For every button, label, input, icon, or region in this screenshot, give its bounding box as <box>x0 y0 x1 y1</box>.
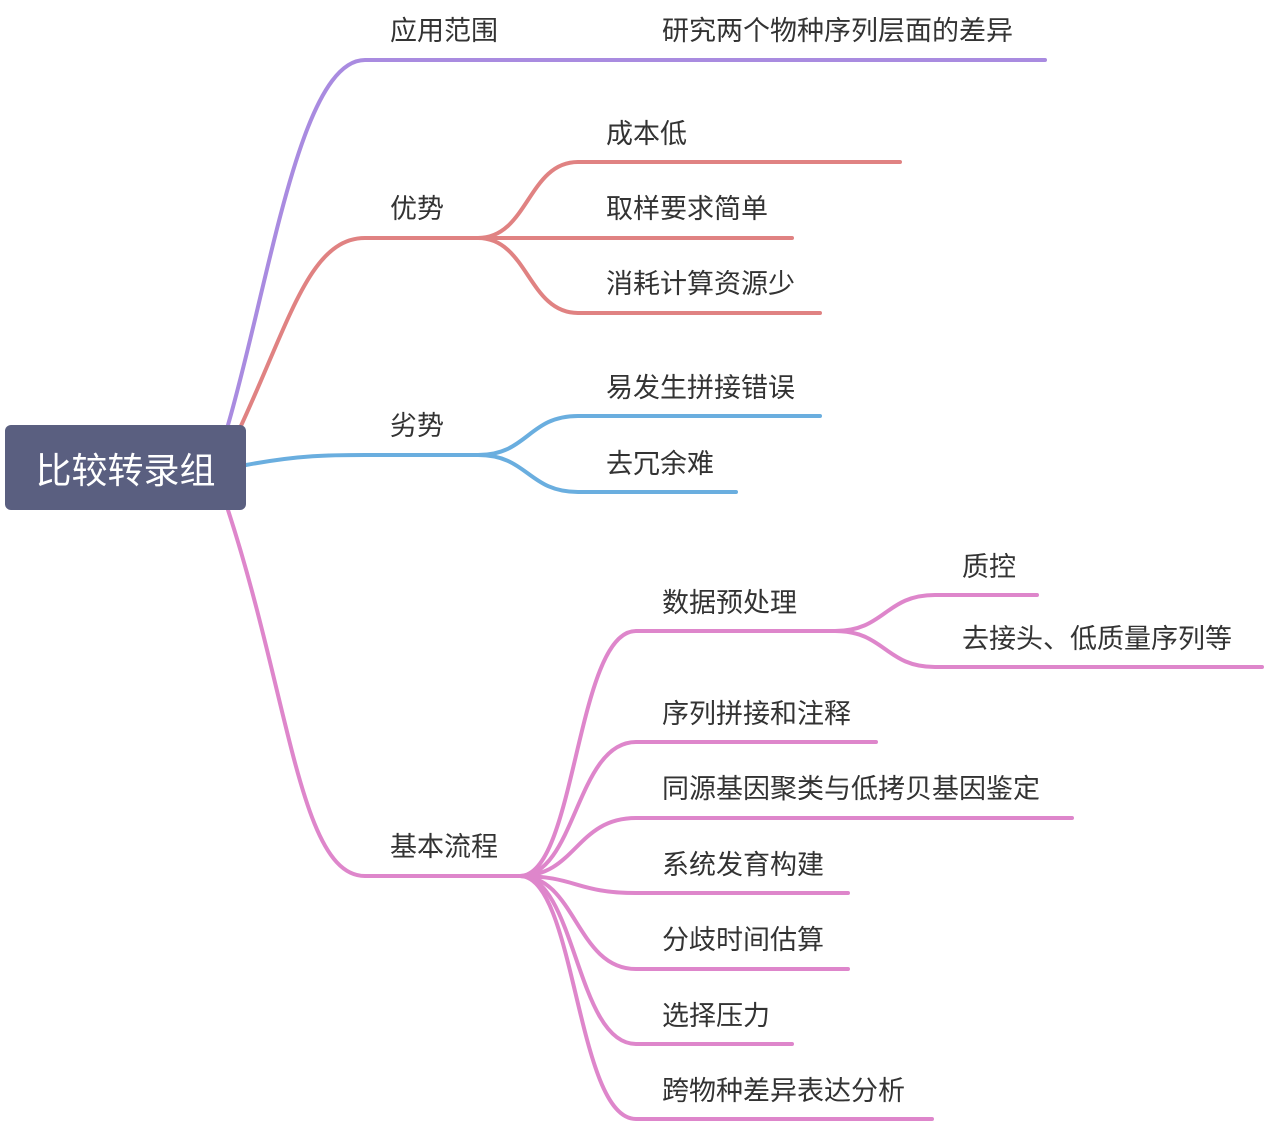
connector-low-compute <box>476 236 822 315</box>
connector-application-scope <box>226 58 520 427</box>
node-assembly-annotation[interactable]: 序列拼接和注释 <box>662 699 851 730</box>
node-remove-adapters[interactable]: 去接头、低质量序列等 <box>962 624 1232 655</box>
node-low-cost[interactable]: 成本低 <box>606 119 687 150</box>
connector-divergence-time <box>518 874 850 971</box>
connector-assembly-annotation <box>518 740 878 878</box>
node-phylogeny[interactable]: 系统发育构建 <box>662 850 824 881</box>
connector-quality-control <box>833 593 1039 633</box>
connector-phylogeny <box>518 874 850 895</box>
branch-advantages[interactable]: 优势 <box>390 194 444 225</box>
node-selection-pressure[interactable]: 选择压力 <box>662 1001 770 1032</box>
connector-cross-species-expression <box>518 874 934 1121</box>
connector-ortholog-clustering <box>518 816 1074 878</box>
branch-disadvantages[interactable]: 劣势 <box>390 411 444 442</box>
root-label: 比较转录组 <box>35 450 216 492</box>
node-dedup-hard[interactable]: 去冗余难 <box>606 449 714 480</box>
branch-basic-workflow[interactable]: 基本流程 <box>390 832 498 863</box>
node-quality-control[interactable]: 质控 <box>962 552 1016 583</box>
connector-low-cost <box>476 160 902 240</box>
connector-selection-pressure <box>518 874 794 1046</box>
node-data-preprocessing[interactable]: 数据预处理 <box>662 588 797 619</box>
node-ortholog-clustering[interactable]: 同源基因聚类与低拷贝基因鉴定 <box>662 774 1040 805</box>
connector-dedup-hard <box>476 453 738 494</box>
node-research-sequence-difference[interactable]: 研究两个物种序列层面的差异 <box>662 16 1013 47</box>
branch-application-scope[interactable]: 应用范围 <box>390 16 498 47</box>
node-assembly-errors[interactable]: 易发生拼接错误 <box>606 373 795 404</box>
connector-remove-adapters <box>833 629 1264 669</box>
node-cross-species-expression[interactable]: 跨物种差异表达分析 <box>662 1076 905 1107</box>
node-simple-sampling[interactable]: 取样要求简单 <box>606 194 768 225</box>
node-low-compute[interactable]: 消耗计算资源少 <box>606 269 795 300</box>
node-divergence-time[interactable]: 分歧时间估算 <box>662 925 824 956</box>
connector-assembly-errors <box>476 414 822 457</box>
connector-basic-workflow <box>226 508 522 878</box>
connector-advantages <box>238 236 480 430</box>
connector-data-preprocessing <box>518 629 837 878</box>
connector-disadvantages <box>244 453 480 467</box>
root-node[interactable]: 比较转录组 <box>5 425 246 510</box>
